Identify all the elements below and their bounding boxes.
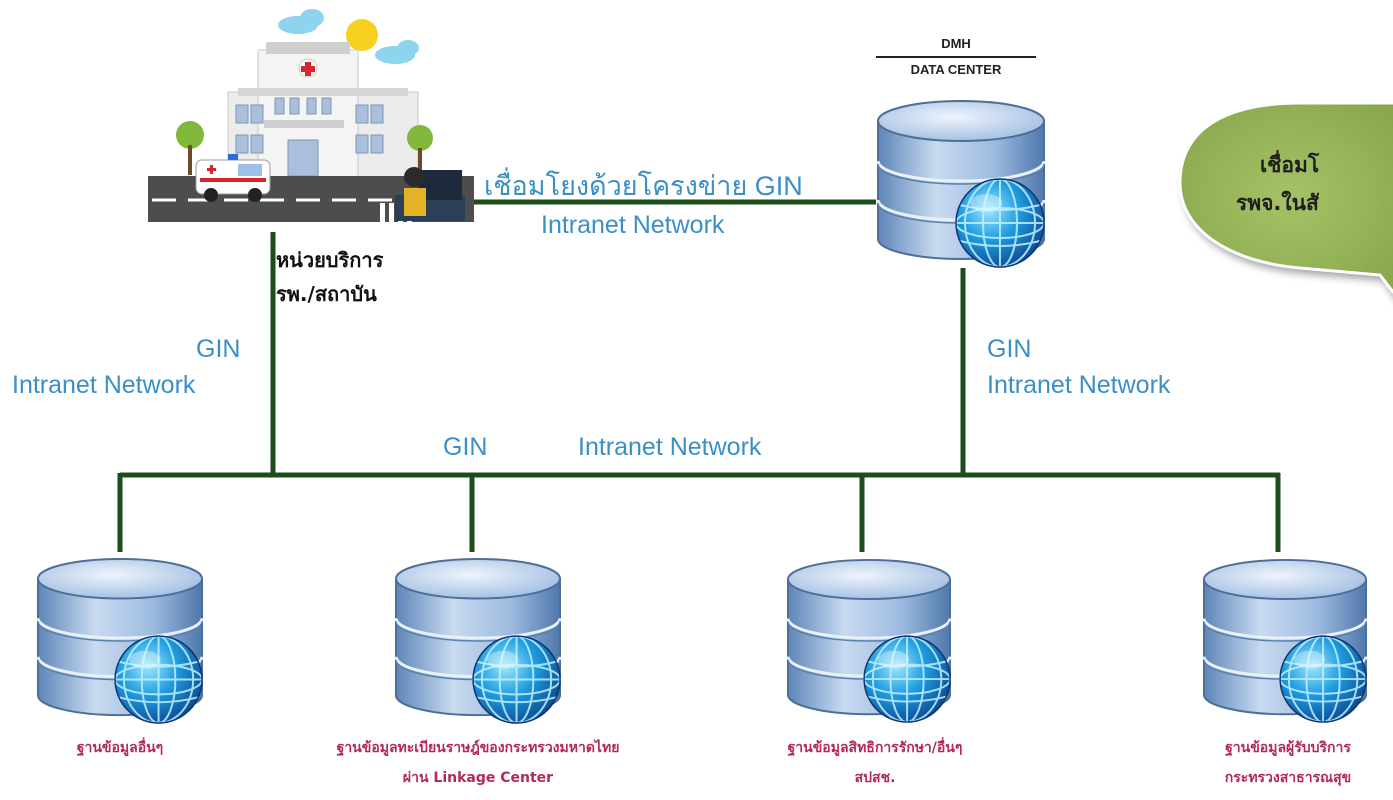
database-label-4-line2: กระทรวงสาธารณสุข xyxy=(1224,770,1352,786)
gin-link-subtitle: Intranet Network xyxy=(541,211,725,239)
gin-link-title: เชื่อมโยงด้วยโครงข่าย GIN xyxy=(484,171,803,201)
database-label-3-line2: สปสช. xyxy=(854,770,896,786)
database-label-4: ฐานข้อมูลผู้รับบริการ กระทรวงสาธารณสุข xyxy=(1183,733,1393,793)
database-label-2-line2: ผ่าน Linkage Center xyxy=(402,770,554,786)
database-label-2: ฐานข้อมูลทะเบียนราษฎ์ของกระทรวงมหาดไทย ผ… xyxy=(218,733,738,793)
database-label-1-line1: ฐานข้อมูลอื่นๆ xyxy=(76,740,164,756)
network-lines xyxy=(117,199,1281,552)
left-link-network: Intranet Network xyxy=(12,371,196,399)
speech-bubble xyxy=(1178,101,1393,294)
hospital-label-line2: รพ./สถาบัน xyxy=(276,282,377,306)
database-icon-2 xyxy=(394,557,562,725)
database-label-3: ฐานข้อมูลสิทธิการรักษา/อื่นๆ สปสช. xyxy=(720,733,1030,793)
database-label-2-line1: ฐานข้อมูลทะเบียนราษฎ์ของกระทรวงมหาดไทย xyxy=(336,740,620,756)
left-link-gin: GIN xyxy=(196,335,241,363)
datacenter-label-line1: DMH xyxy=(941,36,971,51)
database-label-4-line1: ฐานข้อมูลผู้รับบริการ xyxy=(1225,740,1351,756)
database-icon-4 xyxy=(1202,558,1368,724)
right-link-network: Intranet Network xyxy=(987,371,1171,399)
bus-link-network: Intranet Network xyxy=(578,433,762,461)
database-icon-1 xyxy=(36,557,204,725)
database-label-3-line1: ฐานข้อมูลสิทธิการรักษา/อื่นๆ xyxy=(787,740,963,756)
database-icon-3 xyxy=(786,558,952,724)
hospital-label-line1: หน่วยบริการ xyxy=(276,248,384,272)
bubble-text-line2: รพจ.ในสั xyxy=(1236,191,1319,215)
right-link-gin: GIN xyxy=(987,335,1032,363)
bubble-text-line1: เชื่อมโ xyxy=(1260,153,1320,177)
datacenter-database-icon xyxy=(876,99,1046,269)
bus-link-gin: GIN xyxy=(443,433,488,461)
hospital-illustration-icon xyxy=(148,9,474,225)
datacenter-label-line2: DATA CENTER xyxy=(910,62,1002,77)
database-label-1: ฐานข้อมูลอื่นๆ xyxy=(20,733,220,763)
